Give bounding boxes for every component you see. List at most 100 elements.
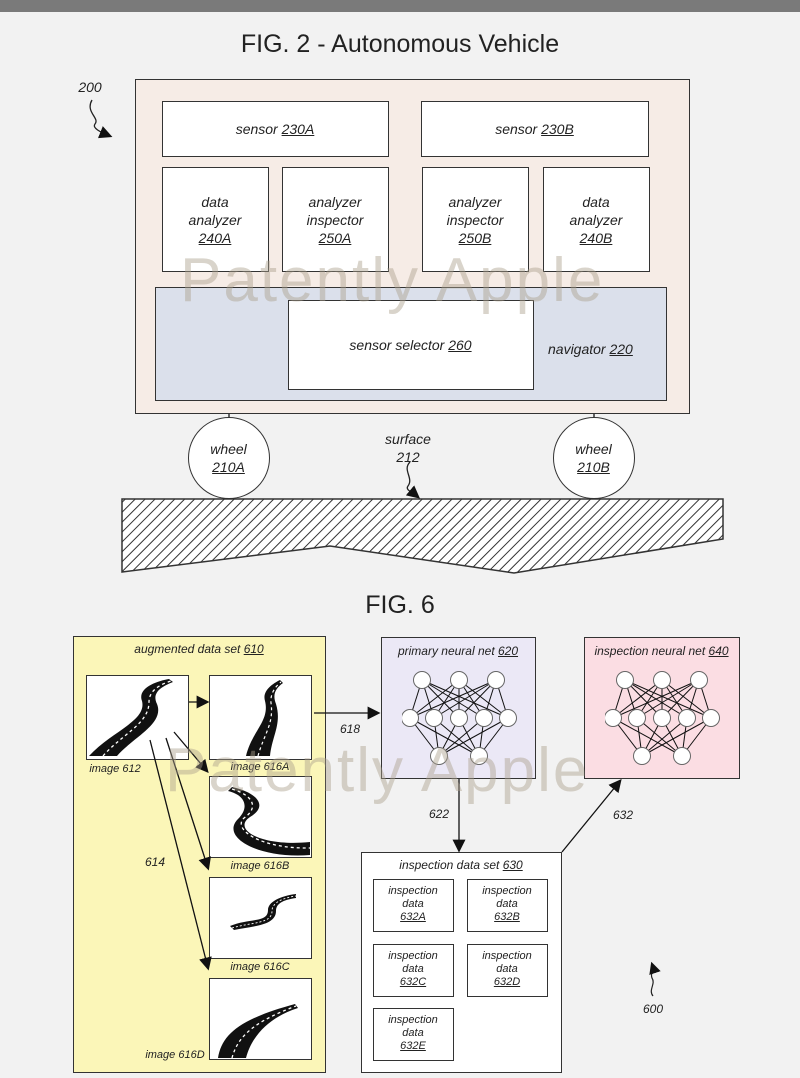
nn-node [413, 671, 431, 689]
nn-node [402, 709, 419, 727]
insp-632a-id: 632A [400, 911, 426, 923]
nn-node [475, 709, 493, 727]
nn-edge [458, 679, 509, 719]
insp-632a-l2: data [402, 898, 424, 910]
fig6-ref-label: 600 [642, 1002, 664, 1016]
nn-edge [661, 679, 712, 719]
nn-node [425, 709, 443, 727]
road-image-612 [89, 679, 173, 757]
data-analyzer-240b-line2: analyzer [569, 212, 623, 228]
primary-neural-net-620-box: primary neural net 620 [381, 637, 536, 779]
nn-node [633, 747, 651, 765]
sensor-230a-id: 230A [281, 121, 315, 137]
road-image-616d [218, 1004, 298, 1059]
surface-id: 212 [396, 449, 420, 465]
nn-edge [438, 717, 485, 757]
road-image-616a [246, 680, 283, 757]
insp-632c-l2: data [402, 963, 424, 975]
sensor-230a-label: sensor [235, 121, 282, 137]
nn-edge [433, 717, 480, 757]
nn-node [628, 709, 646, 727]
sensor-selector-260-box: sensor selector 260 [288, 300, 534, 390]
road-image-616c [230, 894, 297, 930]
nn-edge [641, 717, 712, 757]
insp-632b-id: 632B [494, 911, 520, 923]
inspection-neural-net-640-box: inspection neural net 640 [584, 637, 740, 779]
sensor-230b-label: sensor [495, 121, 542, 137]
nn-node [487, 671, 505, 689]
surface-212-label: surface 212 [368, 430, 448, 466]
road-image-616b [228, 787, 311, 856]
wheel-210b-id: 210B [577, 459, 610, 475]
insp-632e-l2: data [402, 1027, 424, 1039]
nn-node [653, 709, 671, 727]
nn-edge [612, 717, 683, 757]
surface-label: surface [385, 431, 431, 447]
nn-node [470, 747, 488, 765]
image-616c-box [209, 877, 312, 959]
inspection-net-id: 640 [708, 644, 729, 658]
insp-632e-l1: inspection [388, 1014, 438, 1026]
nn-edge [641, 717, 688, 757]
primary-net-id: 620 [498, 644, 519, 658]
sensor-230b-id: 230B [541, 121, 574, 137]
insp-632d-id: 632D [493, 976, 521, 988]
navigator-220-id: 220 [609, 341, 633, 357]
image-616d-box [209, 978, 312, 1060]
insp-632a-l1: inspection [388, 885, 438, 897]
fig2-title: FIG. 2 - Autonomous Vehicle [240, 30, 560, 58]
wheel-210b: wheel 210B [553, 417, 635, 499]
data-analyzer-240a-line2: analyzer [188, 212, 242, 228]
image-612-box [86, 675, 189, 760]
top-bar [0, 0, 800, 12]
fig6-title: FIG. 6 [365, 591, 435, 619]
insp-632e-id: 632E [400, 1040, 426, 1052]
inspection-net-graph [605, 671, 720, 765]
sensor-230a-box: sensor 230A [162, 101, 389, 157]
nn-node [702, 709, 720, 727]
sensor-selector-260-id: 260 [448, 337, 472, 353]
augmented-id: 610 [243, 642, 264, 656]
image-616a-box [209, 675, 312, 760]
image-616a-label: image 616A [230, 761, 290, 773]
augmented-label: augmented data set [134, 642, 244, 656]
insp-632b-l1: inspection [482, 885, 532, 897]
nn-edge [612, 679, 700, 719]
primary-net-graph [402, 671, 517, 765]
wheel-210a-id: 210A [212, 459, 245, 475]
arrow-614-label: 614 [144, 855, 166, 869]
nn-node [450, 671, 468, 689]
analyzer-inspector-250a-box: analyzer inspector 250A [282, 167, 389, 272]
analyzer-inspector-250a-line1: analyzer [308, 194, 362, 210]
nn-edge [612, 679, 663, 719]
wheel-210a-label: wheel [210, 441, 247, 457]
nn-edge [438, 717, 509, 757]
sensor-230b-box: sensor 230B [421, 101, 649, 157]
wheel-210b-label: wheel [575, 441, 612, 457]
insp-632d-l2: data [496, 963, 518, 975]
primary-net-label: primary neural net [397, 644, 498, 658]
fig2-ref-label: 200 [78, 79, 102, 95]
analyzer-inspector-250a-id: 250A [318, 230, 352, 246]
data-analyzer-240a-box: data analyzer 240A [162, 167, 269, 272]
arrow-632-label: 632 [612, 808, 634, 822]
image-616b-label: image 616B [230, 860, 290, 872]
nn-node [605, 709, 622, 727]
navigator-220-label: navigator [548, 341, 610, 357]
data-analyzer-240a-id: 240A [198, 230, 232, 246]
nn-edge [433, 679, 497, 719]
inspection-set-id: 630 [502, 858, 523, 872]
nn-node [678, 709, 696, 727]
analyzer-inspector-250b-id: 250B [458, 230, 492, 246]
nn-node [673, 747, 691, 765]
insp-632c-l1: inspection [388, 950, 438, 962]
analyzer-inspector-250b-line1: analyzer [448, 194, 502, 210]
arrow-622-label: 622 [428, 807, 450, 821]
insp-632c-id: 632C [399, 976, 427, 988]
image-616d-label: image 616D [145, 1049, 205, 1061]
insp-632d-l1: inspection [482, 950, 532, 962]
nn-node [616, 671, 634, 689]
